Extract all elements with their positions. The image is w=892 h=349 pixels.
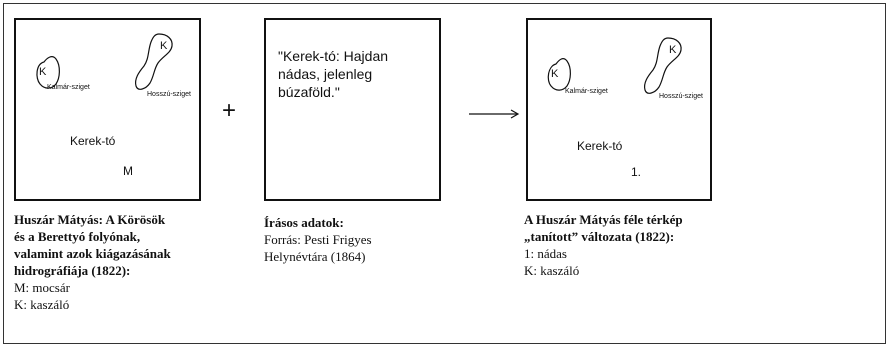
quote-panel: "Kerek-tó: Hajdan nádas, jelenleg búzafö… xyxy=(264,18,441,201)
right-island-kalmar-shape xyxy=(547,58,571,91)
right-caption-title-2: „tanított” változata (1822): xyxy=(524,229,675,244)
right-map-panel: K Kalmár-sziget K Hosszú-sziget Kerek-tó… xyxy=(526,18,712,201)
left-caption-title-2: és a Berettyó folyónak, xyxy=(14,229,141,244)
quote-line-2: nádas, jelenleg xyxy=(278,66,373,82)
right-island-hosszu-shape xyxy=(643,37,682,94)
left-caption: Huszár Mátyás: A Körösök és a Berettyó f… xyxy=(14,211,171,313)
left-lake-label: Kerek-tó xyxy=(70,134,116,148)
right-lake-label: Kerek-tó xyxy=(577,139,623,153)
figure-frame: K Kalmár-sziget K Hosszú-sziget Kerek-tó… xyxy=(3,3,886,344)
quote-line-3: búzaföld." xyxy=(278,84,340,100)
left-caption-title-1: Huszár Mátyás: A Körösök xyxy=(14,212,166,227)
right-lake-mark: 1. xyxy=(631,165,642,179)
left-caption-legend-1: M: mocsár xyxy=(14,280,70,295)
quote-line-1: "Kerek-tó: Hajdan xyxy=(278,48,389,64)
right-island-kalmar-label: Kalmár-sziget xyxy=(565,88,608,95)
right-island-kalmar-mark: K xyxy=(551,68,559,80)
left-island-kalmar-label: Kalmár-sziget xyxy=(47,84,90,91)
left-map-panel: K Kalmár-sziget K Hosszú-sziget Kerek-tó… xyxy=(14,18,201,201)
arrow-operator xyxy=(469,109,520,119)
left-caption-title-4: hidrográfiája (1822): xyxy=(14,263,131,278)
right-caption-title-1: A Huszár Mátyás féle térkép xyxy=(524,212,683,227)
right-caption-legend-1: 1: nádas xyxy=(524,246,567,261)
middle-caption: Írásos adatok: Forrás: Pesti Frigyes Hel… xyxy=(264,214,372,265)
right-island-hosszu-mark: K xyxy=(669,44,677,56)
left-island-kalmar-mark: K xyxy=(39,66,47,78)
left-island-hosszu-mark: K xyxy=(160,40,168,52)
left-island-hosszu-shape xyxy=(134,33,173,90)
right-caption-legend-2: K: kaszáló xyxy=(524,263,580,278)
right-island-hosszu-label: Hosszú-sziget xyxy=(659,93,703,100)
left-island-kalmar-shape xyxy=(36,56,60,89)
plus-operator: + xyxy=(222,97,237,124)
left-island-hosszu-label: Hosszú-sziget xyxy=(147,91,191,98)
middle-caption-legend-1: Forrás: Pesti Frigyes xyxy=(264,232,372,247)
left-caption-legend-2: K: kaszáló xyxy=(14,297,70,312)
left-lake-mark: M xyxy=(123,164,133,178)
quote-text: "Kerek-tó: Hajdan nádas, jelenleg búzafö… xyxy=(278,47,388,101)
left-caption-title-3: valamint azok kiágazásának xyxy=(14,246,171,261)
middle-caption-legend-2: Helynévtára (1864) xyxy=(264,249,366,264)
middle-caption-title: Írásos adatok: xyxy=(264,215,344,230)
right-caption: A Huszár Mátyás féle térkép „tanított” v… xyxy=(524,211,683,279)
